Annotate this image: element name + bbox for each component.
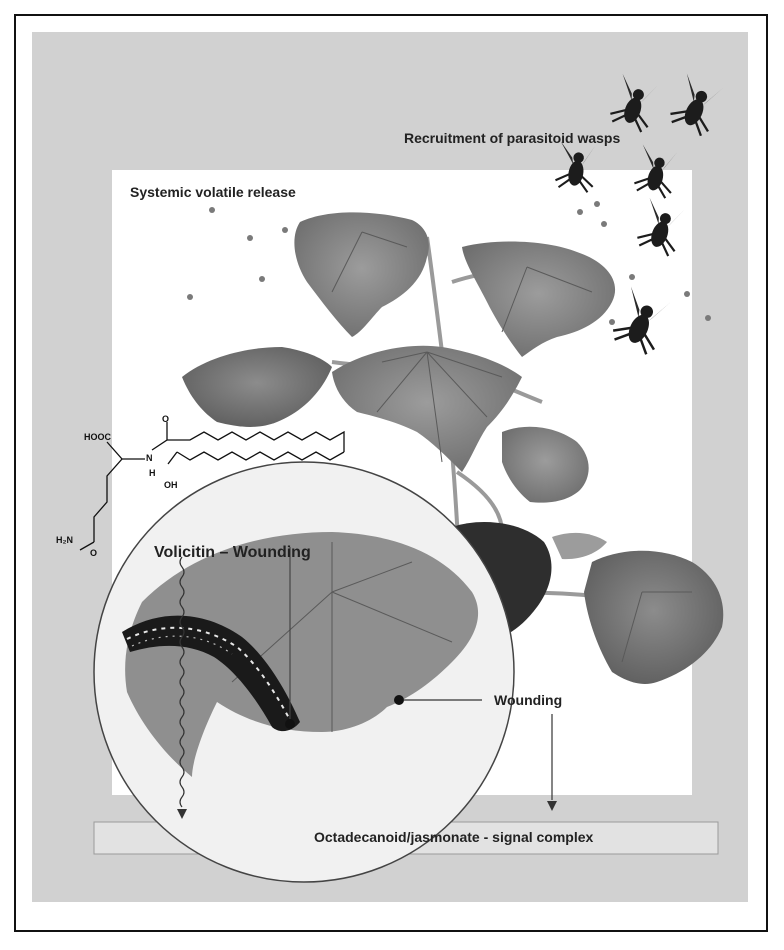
wasp-icon	[631, 142, 682, 199]
wounding-label: Wounding	[494, 692, 562, 708]
wasp-icon	[606, 72, 663, 134]
chem-hooc: HOOC	[84, 432, 111, 442]
wasp-icon	[608, 284, 675, 356]
figure-panel: Recruitment of parasitoid wasps Systemic…	[32, 32, 748, 902]
chem-o: O	[162, 414, 169, 424]
chem-h: H	[149, 468, 156, 478]
wasp-icon	[665, 71, 727, 137]
chem-n: N	[146, 453, 153, 463]
wasp-icon	[633, 196, 690, 258]
wasp-icon	[552, 139, 600, 193]
wasps-layer	[32, 32, 748, 902]
volatile-label: Systemic volatile release	[130, 184, 296, 200]
chem-o2: O	[90, 548, 97, 558]
volicitin-label: Volicitin – Wounding	[154, 544, 311, 562]
wasps-label: Recruitment of parasitoid wasps	[404, 130, 620, 146]
signal-label: Octadecanoid/jasmonate - signal complex	[314, 829, 593, 845]
chem-h2n: H₂N	[56, 535, 73, 545]
chem-oh: OH	[164, 480, 178, 490]
